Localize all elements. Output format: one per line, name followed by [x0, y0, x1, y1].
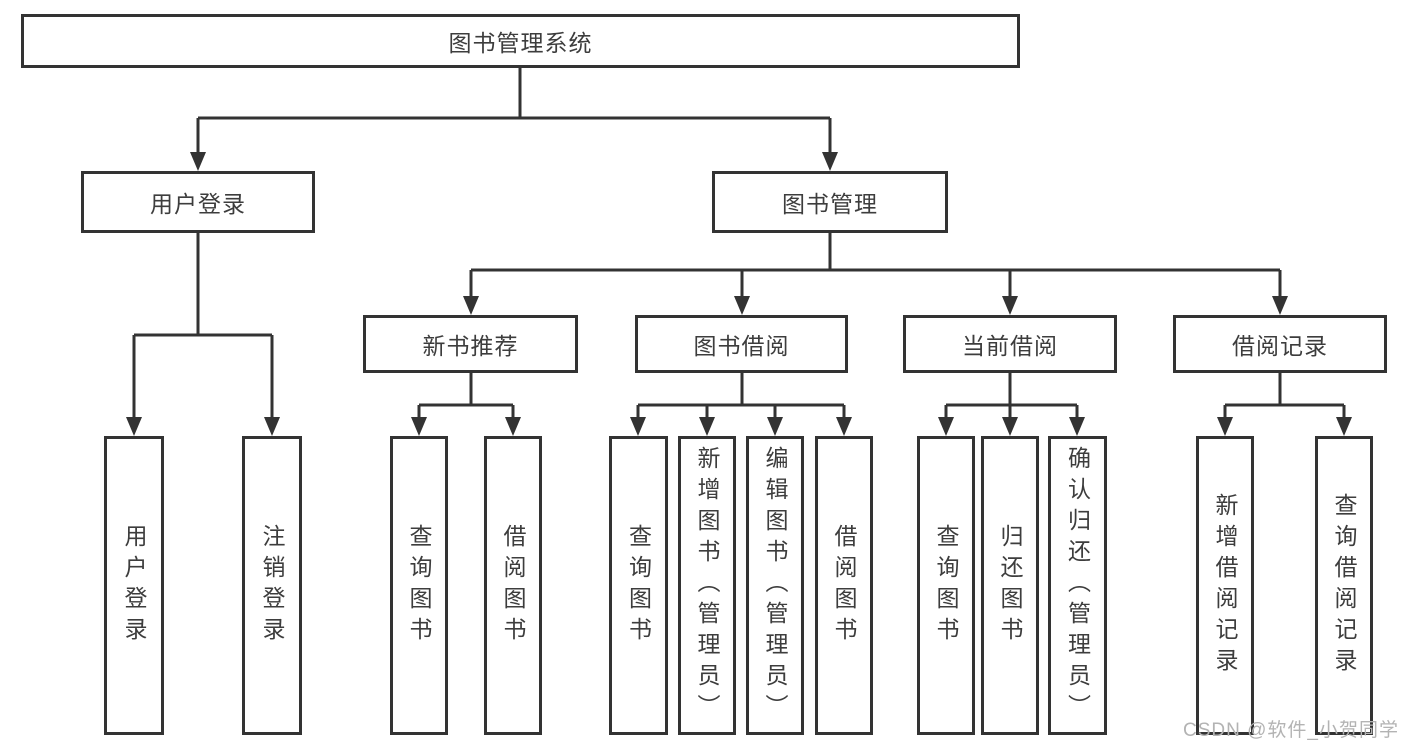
node-leaf-add-borrow-record: 新增借阅记录 — [1196, 436, 1254, 735]
node-leaf-query-book-borrow: 查询图书 — [609, 436, 668, 735]
node-book-mgmt: 图书管理 — [712, 171, 948, 233]
connector-user-login-children — [132, 233, 274, 420]
arrowheads-current-borrow-children — [938, 417, 1085, 436]
connector-book-mgmt-children — [469, 233, 1282, 299]
node-new-book-rec: 新书推荐 — [363, 315, 578, 373]
arrowheads-user-login-children — [126, 417, 280, 436]
node-borrow-records: 借阅记录 — [1173, 315, 1387, 373]
node-leaf-logout: 注销登录 — [242, 436, 302, 735]
node-leaf-query-borrow-record: 查询借阅记录 — [1315, 436, 1373, 735]
node-leaf-borrow-book-rec: 借阅图书 — [484, 436, 542, 735]
arrowheads-level2 — [190, 152, 838, 171]
connector-current-borrow-children — [944, 373, 1079, 420]
node-leaf-query-book-rec: 查询图书 — [390, 436, 448, 735]
node-leaf-add-book-admin: 新增图书（管理员） — [678, 436, 736, 735]
node-leaf-return-book: 归还图书 — [981, 436, 1039, 735]
node-leaf-query-book-current: 查询图书 — [917, 436, 975, 735]
csdn-watermark: CSDN @软件_小贺同学 — [1183, 720, 1399, 741]
node-leaf-user-login: 用户登录 — [104, 436, 164, 735]
connector-root-to-level2 — [196, 68, 832, 155]
node-root: 图书管理系统 — [21, 14, 1020, 68]
node-leaf-borrow-book-borrow: 借阅图书 — [815, 436, 873, 735]
node-user-login: 用户登录 — [81, 171, 315, 233]
connector-new-book-rec-children — [417, 373, 515, 420]
connector-borrow-records-children — [1223, 373, 1346, 420]
arrowheads-borrow-records-children — [1217, 417, 1352, 436]
node-book-borrow: 图书借阅 — [635, 315, 848, 373]
arrowheads-new-book-rec-children — [411, 417, 521, 436]
node-leaf-edit-book-admin: 编辑图书（管理员） — [746, 436, 804, 735]
arrowheads-book-borrow-children — [630, 417, 852, 436]
node-leaf-confirm-return-admin: 确认归还（管理员） — [1048, 436, 1107, 735]
node-current-borrow: 当前借阅 — [903, 315, 1117, 373]
arrowheads-level3 — [463, 296, 1288, 315]
connector-book-borrow-children — [636, 373, 846, 420]
